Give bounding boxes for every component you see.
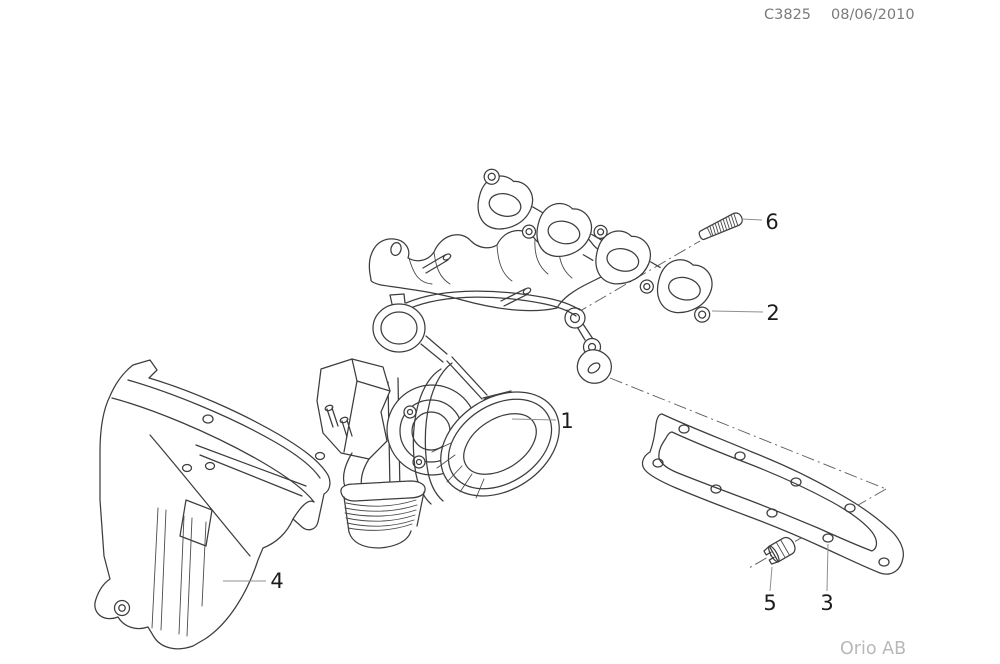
part-1-turbocharger-assembly [316,230,624,549]
callout-2-label: 2 [766,301,779,325]
callout-2: 2 [711,301,780,325]
drawing-date: 08/06/2010 [831,7,915,23]
callout-1: 1 [511,409,574,433]
callout-5-label: 5 [763,591,776,615]
callout-5: 5 [763,566,777,615]
callout-6-label: 6 [765,210,778,234]
drawing-code: C3825 [764,7,811,23]
part-6-stud [698,212,743,241]
part-5-plug [763,536,796,565]
part-3-lower-gasket [641,413,904,575]
part-2-exhaust-manifold-gasket [477,168,713,323]
callout-4: 4 [223,569,284,593]
watermark-text: Orio AB [840,639,906,659]
callout-1-label: 1 [560,409,573,433]
callout-6: 6 [740,210,779,234]
callout-3: 3 [820,543,834,615]
part-4-heat-shield [94,359,331,650]
turbine-outlet-flange [440,391,560,497]
callout-3-label: 3 [820,591,833,615]
callout-4-label: 4 [270,569,283,593]
